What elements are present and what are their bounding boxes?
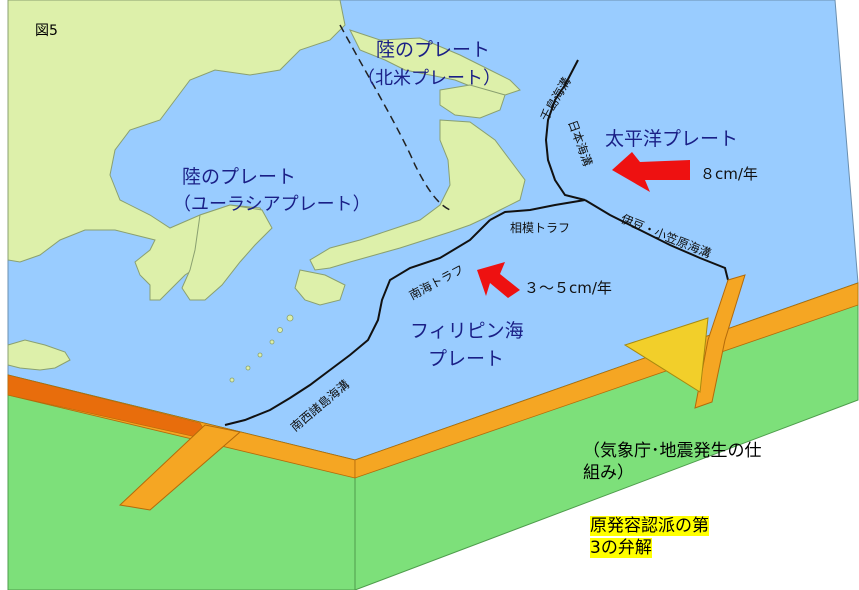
- pacific-plate-arrow: [612, 152, 690, 192]
- plate-boundary-dashed: [339, 24, 451, 211]
- korean-peninsula: [181, 204, 273, 301]
- nankai-nansei-trench-line: [224, 219, 491, 426]
- pacific-rate-label: ８cm/年: [700, 165, 758, 183]
- north-american-plate-label-1: 陸のプレート: [376, 39, 490, 61]
- pacific-plate-label: 太平洋プレート: [605, 128, 738, 150]
- honshu-island: [309, 119, 526, 271]
- highlight-note: 原発容認派の第 3の弁解: [590, 515, 770, 559]
- subducting-slab-right: [694, 274, 746, 409]
- philippine-rate-label: ３～５cm/年: [524, 279, 612, 297]
- philippine-plate-arrow: [477, 262, 520, 298]
- south-china-land: [7, 339, 71, 371]
- philippine-plate-label-1: フィリピン海: [410, 320, 524, 342]
- subducting-slab-front: [118, 424, 242, 511]
- sagami-trough-line: [489, 199, 586, 221]
- kyushu-shikoku-islands: [294, 269, 346, 306]
- hokkaido-island: [439, 84, 506, 119]
- highlight-note-line-1: 原発容認派の第: [590, 516, 709, 536]
- kuril-japan-trench-line: [544, 59, 586, 201]
- figure-label: 図5: [35, 23, 58, 39]
- eurasian-plate-label-1: 陸のプレート: [182, 166, 296, 188]
- philippine-plate-label-2: プレート: [428, 348, 504, 370]
- north-american-plate-label-2: （北米プレート）: [357, 68, 501, 89]
- highlight-note-line-2: 3の弁解: [590, 538, 652, 558]
- eurasian-plate-label-2: （ユーラシアプレート）: [173, 194, 371, 215]
- izu-ogasawara-trench-line: [584, 199, 729, 281]
- source-note: （気象庁･地震発生の仕組み）: [583, 441, 762, 483]
- sagami-trough-label: 相模トラフ: [510, 221, 570, 235]
- mantle-wedge-yellow: [623, 317, 709, 393]
- ryukyu-islands: [229, 314, 294, 383]
